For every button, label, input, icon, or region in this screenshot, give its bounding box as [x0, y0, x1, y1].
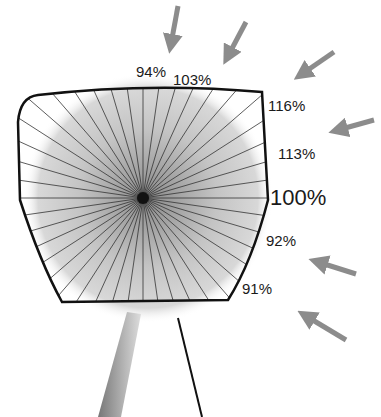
light-ray — [143, 198, 189, 417]
light-ray — [0, 0, 143, 198]
light-ray — [0, 65, 143, 198]
lamp-stalk — [98, 312, 141, 417]
arrow — [306, 316, 346, 340]
light-ray — [0, 198, 143, 331]
lamp-stalk-edge — [178, 318, 202, 417]
percentage-label: 116% — [268, 98, 305, 115]
lamp-outline — [18, 88, 268, 302]
arrow — [318, 262, 356, 274]
percentage-label: 100% — [270, 186, 326, 210]
light-ray — [143, 108, 381, 198]
light-ray — [143, 198, 233, 417]
light-ray — [0, 198, 143, 371]
percentage-label: 113% — [278, 146, 315, 163]
light-ray — [10, 0, 143, 198]
light-ray — [97, 198, 143, 417]
light-ray — [0, 152, 143, 198]
light-ray — [143, 0, 353, 198]
light-ray — [0, 0, 143, 198]
light-ray — [53, 198, 143, 417]
light-ray — [53, 0, 143, 198]
light-ray — [0, 198, 143, 199]
arrow — [171, 6, 178, 44]
percentage-label: 94% — [136, 64, 166, 81]
arrow — [338, 120, 374, 130]
light-ray — [97, 0, 143, 198]
light-ray — [143, 152, 381, 198]
light-ray — [0, 198, 143, 288]
percentage-label: 92% — [266, 233, 296, 250]
light-ray — [143, 0, 189, 198]
light-ray — [0, 25, 143, 198]
percentage-label: 103% — [173, 72, 211, 89]
percentage-label: 91% — [242, 281, 272, 298]
arrow — [228, 22, 246, 56]
light-ray — [143, 198, 276, 417]
light-ray — [143, 198, 381, 199]
light-ray — [143, 198, 381, 408]
light-ray — [143, 198, 144, 417]
light-ray — [143, 198, 316, 417]
light-ray — [143, 0, 144, 198]
light-source — [137, 192, 149, 204]
light-ray — [143, 198, 381, 288]
arrow — [302, 52, 334, 74]
light-ray — [0, 0, 143, 198]
light-ray — [143, 65, 381, 198]
light-ray — [143, 198, 353, 417]
light-ray — [143, 0, 276, 198]
incoming-arrows — [171, 6, 374, 340]
